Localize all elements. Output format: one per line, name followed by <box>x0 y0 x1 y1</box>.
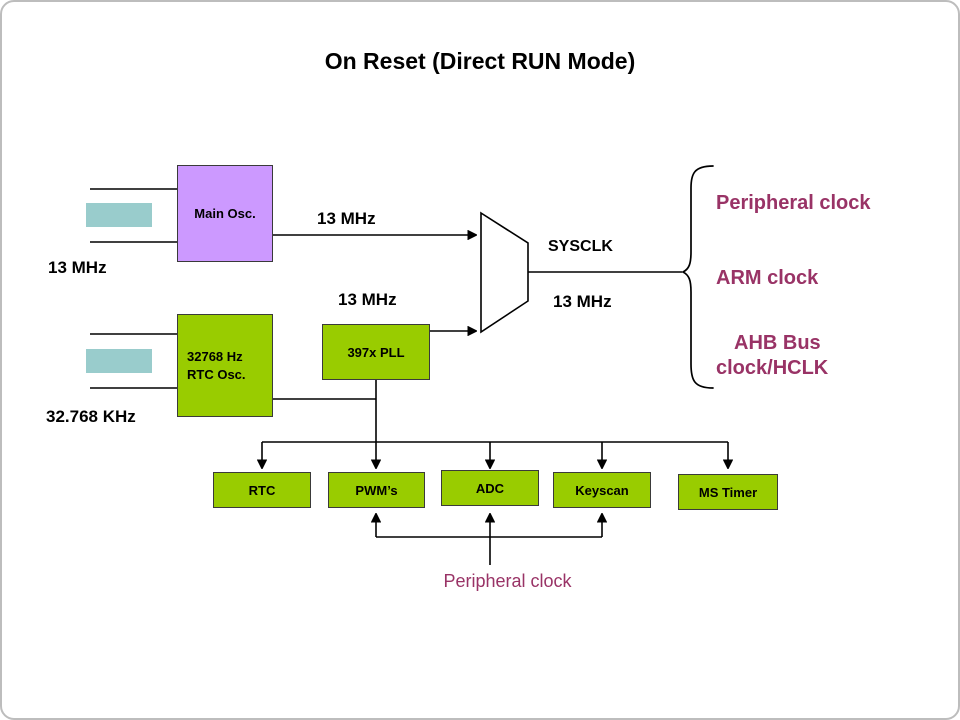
clock-mux-shape <box>480 211 529 334</box>
ahb-clock-output-label: AHB Bus clock/HCLK <box>716 331 828 381</box>
peripheral-adc-label: ADC <box>475 480 505 496</box>
peripheral-rtc-label: RTC <box>248 482 276 498</box>
peripheral-box-pwms: PWM’s <box>328 472 425 508</box>
main-crystal-icon <box>86 188 177 243</box>
bottom-peripheral-clock-label: Peripheral clock <box>443 571 572 591</box>
peripheral-box-adc: ADC <box>441 470 539 506</box>
peripheral-box-keyscan: Keyscan <box>553 472 651 508</box>
peripheral-clock-feed-lines <box>376 514 602 565</box>
main-osc-output-freq-label: 13 MHz <box>317 209 376 228</box>
peripheral-bus-lines <box>262 380 728 468</box>
pll-box: 397x PLL <box>322 324 430 380</box>
ahb-clock-line1: AHB Bus <box>734 332 821 354</box>
rtc-osc-box: 32768 Hz RTC Osc. <box>177 314 273 417</box>
sysclk-output-freq-label: 13 MHz <box>553 292 612 311</box>
pll-label: 397x PLL <box>347 344 405 360</box>
peripheral-pwms-label: PWM’s <box>355 482 398 498</box>
ahb-clock-line2: clock/HCLK <box>716 357 829 379</box>
peripheral-clock-output-label: Peripheral clock <box>716 192 871 214</box>
peripheral-ms-timer-label: MS Timer <box>698 484 758 500</box>
arm-clock-output-label: ARM clock <box>716 267 819 289</box>
rtc-osc-label-line1: 32768 Hz <box>187 348 243 364</box>
clock-outputs-brace <box>681 165 714 389</box>
rtc-crystal-freq-label: 32.768 KHz <box>46 407 136 426</box>
main-osc-box: Main Osc. <box>177 165 273 262</box>
main-osc-label: Main Osc. <box>194 206 256 221</box>
main-crystal-freq-label: 13 MHz <box>48 258 107 277</box>
page-title: On Reset (Direct RUN Mode) <box>324 48 636 74</box>
pll-output-freq-label: 13 MHz <box>338 290 397 309</box>
sysclk-label: SYSCLK <box>548 238 613 255</box>
rtc-osc-label-line2: RTC Osc. <box>187 366 246 382</box>
peripheral-box-ms-timer: MS Timer <box>678 474 778 510</box>
peripheral-box-rtc: RTC <box>213 472 311 508</box>
peripheral-keyscan-label: Keyscan <box>575 482 629 498</box>
rtc-crystal-icon <box>86 333 177 389</box>
